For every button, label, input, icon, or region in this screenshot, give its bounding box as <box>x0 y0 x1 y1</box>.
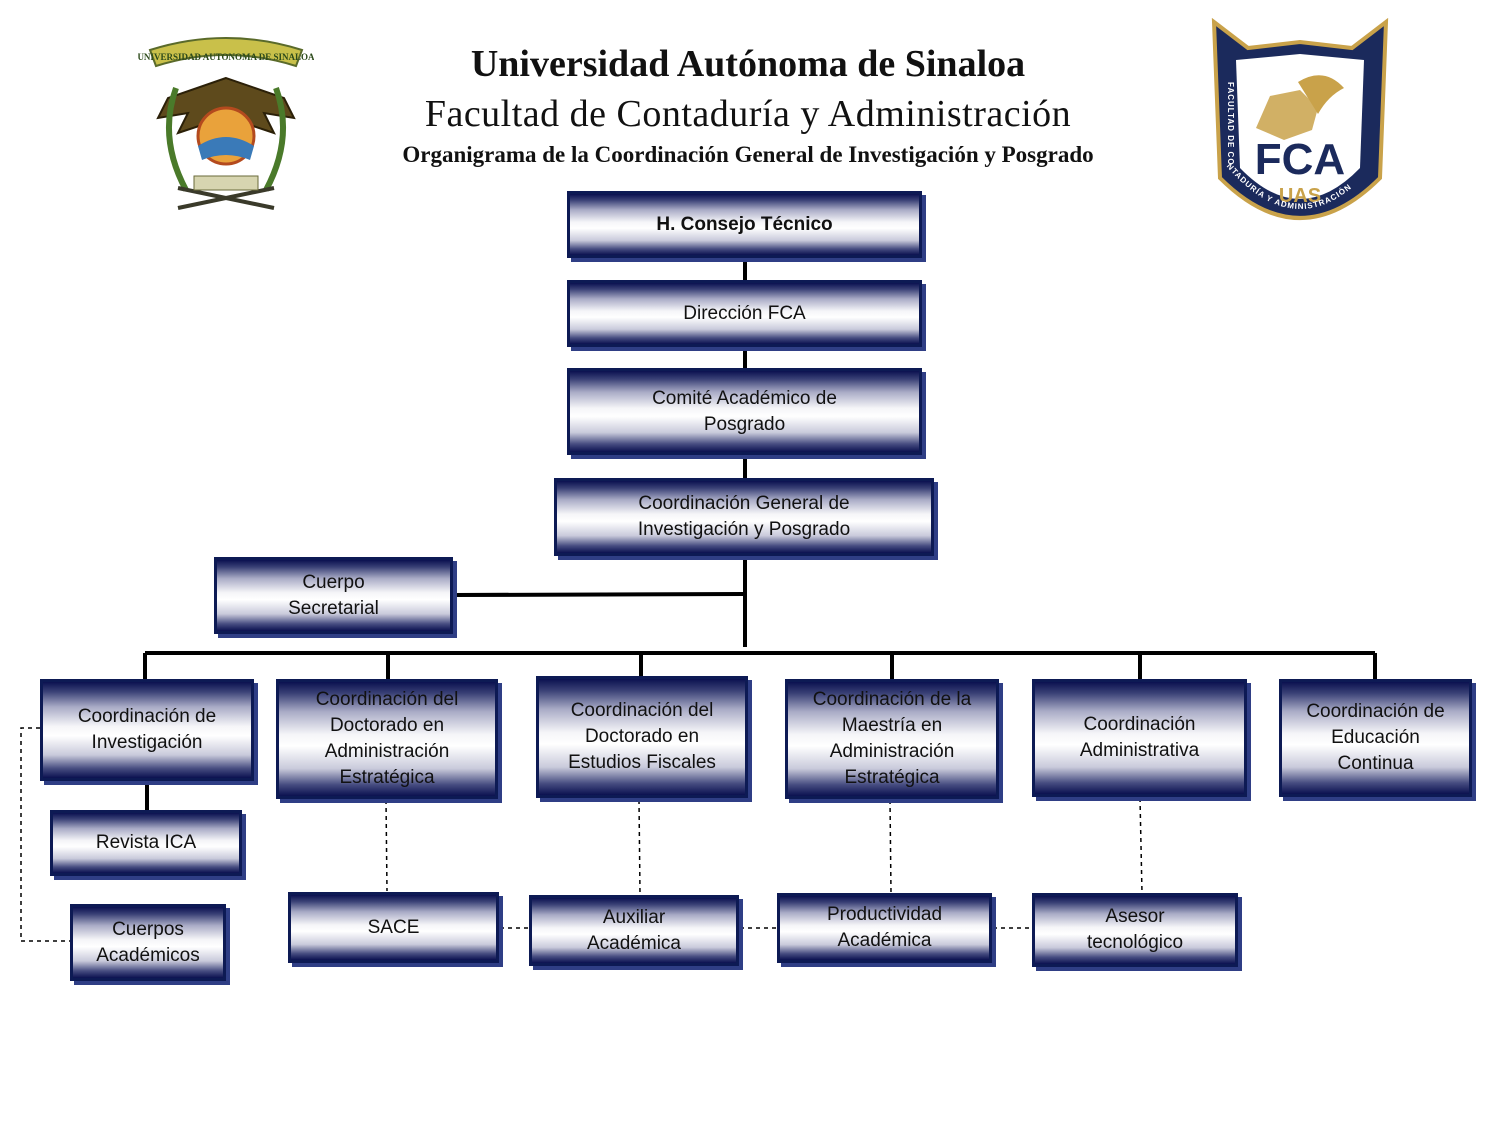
dashed-investigacion-cuerpos <box>20 727 71 942</box>
node-h-consejo-tecnico: H. Consejo Técnico <box>567 191 922 258</box>
node-label: Revista ICA <box>95 832 197 853</box>
dashed-administrativa-asesor <box>1139 797 1143 894</box>
node-asesor-tecnologico: Asesor tecnológico <box>1032 893 1238 967</box>
node-label: Coordinación General de Investigación y … <box>637 493 851 540</box>
fca-initials: FCA <box>1255 135 1345 184</box>
node-label: Dirección FCA <box>683 302 806 324</box>
fca-badge-logo: FCA UAS FACULTAD DE CONTADURÍA Y ADMINIS… <box>1211 18 1389 220</box>
node-coordinacion-maestria: Coordinación de la Maestría en Administr… <box>785 679 999 799</box>
node-coordinacion-doctorado-administracion: Coordinación del Doctorado en Administra… <box>276 679 498 799</box>
node-label: Asesor tecnológico <box>1086 906 1184 953</box>
node-revista-ica: Revista ICA <box>50 810 242 876</box>
link-cuerpo-secretarial <box>454 592 744 597</box>
node-label: Comité Académico de Posgrado <box>652 387 837 435</box>
chart-subtitle: Organigrama de la Coordinación General d… <box>402 142 1094 167</box>
node-label: Cuerpo Secretarial <box>288 571 379 619</box>
node-coordinacion-educacion-continua: Coordinación de Educación Continua <box>1279 679 1472 797</box>
node-coordinacion-general: Coordinación General de Investigación y … <box>554 478 934 556</box>
node-label: Productividad Académica <box>826 904 943 951</box>
node-direccion-fca: Dirección FCA <box>567 280 922 347</box>
uas-seal-logo: UNIVERSIDAD AUTONOMA DE SINALOA <box>138 37 314 210</box>
node-label: Coordinación del Doctorado en Administra… <box>315 689 459 788</box>
node-label: Auxiliar Académica <box>587 906 681 954</box>
node-label: SACE <box>367 916 420 938</box>
node-label: Cuerpos Académicos <box>96 918 200 966</box>
node-cuerpos-academicos: Cuerpos Académicos <box>70 904 226 981</box>
node-coordinacion-investigacion: Coordinación de Investigación <box>40 679 254 781</box>
node-label: H. Consejo Técnico <box>656 213 833 235</box>
node-label: Coordinación de Investigación <box>77 706 217 753</box>
node-label: Coordinación Administrativa <box>1079 714 1200 761</box>
node-comite-academico: Comité Académico de Posgrado <box>567 368 922 455</box>
node-cuerpo-secretarial: Cuerpo Secretarial <box>214 557 453 634</box>
dashed-doctorado-sace <box>385 799 388 892</box>
fca-sub-uas: UAS <box>1279 185 1321 207</box>
university-title: Universidad Autónoma de Sinaloa <box>470 43 1026 85</box>
seal-banner-text: UNIVERSIDAD AUTONOMA DE SINALOA <box>138 52 314 62</box>
node-coordinacion-doctorado-fiscales: Coordinación del Doctorado en Estudios F… <box>536 676 748 798</box>
node-label: Coordinación de la Maestría en Administr… <box>812 689 972 788</box>
dashed-fiscal-auxiliar <box>638 799 641 895</box>
node-coordinacion-administrativa: Coordinación Administrativa <box>1032 679 1247 797</box>
node-label: Coordinación de Educación Continua <box>1306 701 1445 774</box>
node-productividad-academica: Productividad Académica <box>777 893 992 963</box>
node-label: Coordinación del Doctorado en Estudios F… <box>568 700 716 773</box>
node-auxiliar-academica: Auxiliar Académica <box>529 895 739 966</box>
node-sace: SACE <box>288 892 499 963</box>
dashed-maestria-productividad <box>889 799 892 894</box>
faculty-title: Facultad de Contaduría y Administración <box>424 93 1072 135</box>
